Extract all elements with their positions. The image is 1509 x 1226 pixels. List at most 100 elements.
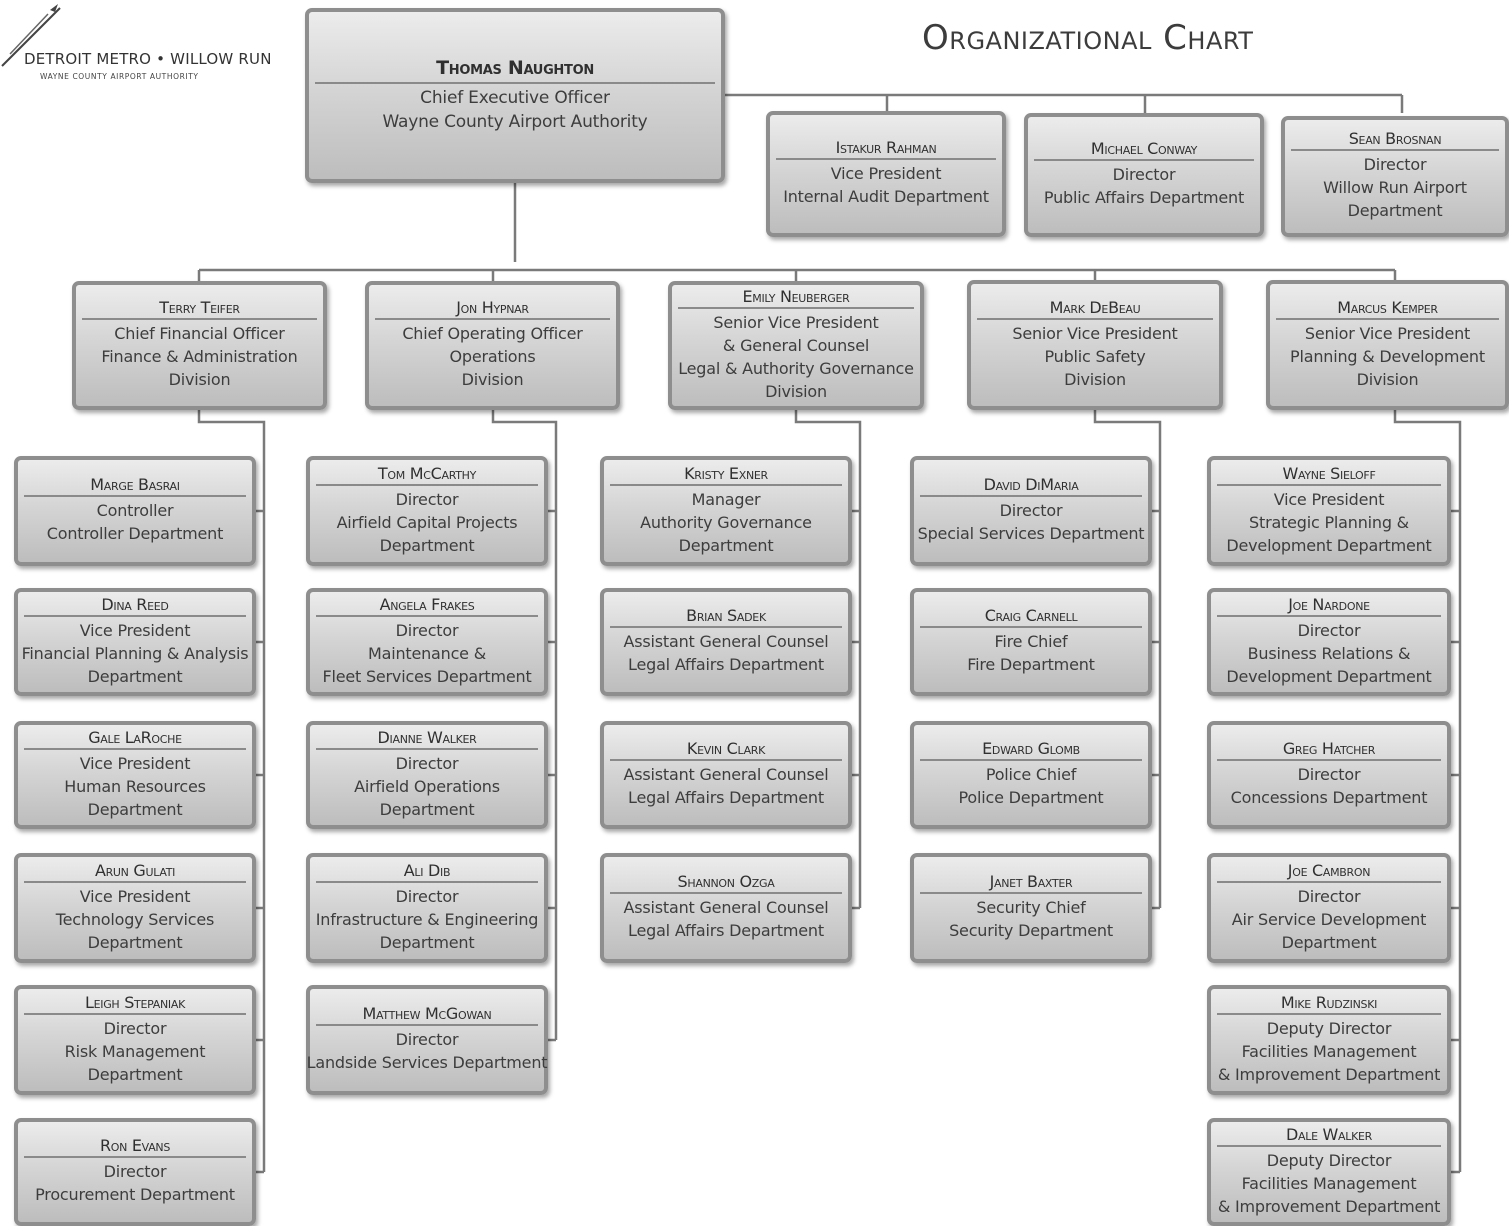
role-line: Strategic Planning & [1249,512,1409,532]
role-line: Landside Services Department [306,1053,548,1072]
role-line: Division [1356,369,1419,389]
role-line: Director [395,886,459,906]
name-divider [1217,759,1441,761]
name-divider [920,495,1142,497]
name-divider [375,318,610,320]
role-line: Director [1112,165,1176,184]
name-divider [316,880,538,883]
role-line: Department [87,932,183,952]
role-line: Fleet Services Department [322,666,532,686]
role-line: Chief Executive Officer [420,88,610,108]
role-line: Human Resources [64,776,206,796]
role-line: Legal Affairs Department [628,921,824,940]
name-divider [920,626,1142,628]
role-line: Director [103,1162,167,1181]
role-line: Public Safety [1044,346,1146,366]
name-divider [1034,159,1254,161]
name-divider [610,626,842,628]
person-name: Dianne Walker [377,727,477,747]
name-divider [24,880,246,883]
person-name: Istakur Rahman [835,138,937,157]
authority-logo: DETROIT METRO • WILLOW RUN WAYNE COUNTY … [0,0,280,90]
person-name: Dina Reed [101,594,169,614]
role-line: Department [1281,932,1377,952]
person-name: Angela Frakes [379,594,475,614]
role-line: Department [379,932,475,952]
role-line: Director [1363,155,1427,174]
role-line: Special Services Department [917,524,1145,543]
role-line: Development Department [1226,535,1432,555]
role-line: Department [87,799,183,819]
role-line: Division [1064,369,1126,389]
logo-title: DETROIT METRO • WILLOW RUN [24,50,272,68]
role-line: Manager [691,489,761,509]
name-divider [316,1024,538,1026]
role-line: Authority Governance [640,512,812,532]
person-name: Leigh Stepaniak [85,992,185,1012]
person-name: Edward Glomb [982,739,1080,758]
role-line: Division [765,381,827,401]
role-line: Director [395,1030,459,1049]
person-name: Thomas Naughton [436,57,594,79]
role-line: Police Department [958,788,1104,807]
role-line: Director [999,501,1063,520]
role-line: Director [1297,765,1361,784]
role-line: Airfield Capital Projects [336,512,518,532]
role-line: Vice President [79,886,191,906]
role-line: Security Department [949,921,1113,940]
role-line: Director [1297,620,1361,640]
role-line: Department [87,666,183,686]
role-line: Vice President [1273,489,1385,509]
role-line: Director [395,753,459,773]
name-divider [24,495,246,497]
role-line: Senior Vice President [1304,323,1471,343]
role-line: Assistant General Counsel [623,632,829,651]
name-divider [24,1012,246,1015]
role-line: Willow Run Airport [1323,178,1467,197]
role-line: Procurement Department [35,1185,235,1204]
name-divider [776,158,996,160]
name-divider [920,892,1142,894]
role-line: Police Chief [985,765,1077,784]
person-name: Sean Brosnan [1348,129,1442,148]
role-line: Airfield Operations [354,776,500,796]
role-line: Fire Chief [994,632,1068,651]
person-name: Janet Baxter [989,872,1073,891]
person-name: Wayne Sieloff [1282,463,1376,483]
name-divider [82,318,317,320]
role-line: Wayne County Airport Authority [382,112,648,132]
role-line: Director [395,620,459,640]
person-name: Ali Dib [403,860,451,880]
role-line: Finance & Administration [101,347,298,366]
role-line: Maintenance & [367,643,486,663]
name-divider [1217,483,1441,486]
role-line: & General Counsel [722,335,870,355]
name-divider [1276,317,1499,320]
role-line: Chief Financial Officer [114,324,285,343]
role-line: Director [395,489,459,509]
person-name: Joe Nardone [1288,594,1370,614]
role-line: Director [103,1018,167,1038]
role-line: Department [379,799,475,819]
person-name: Shannon Ozga [677,872,775,891]
